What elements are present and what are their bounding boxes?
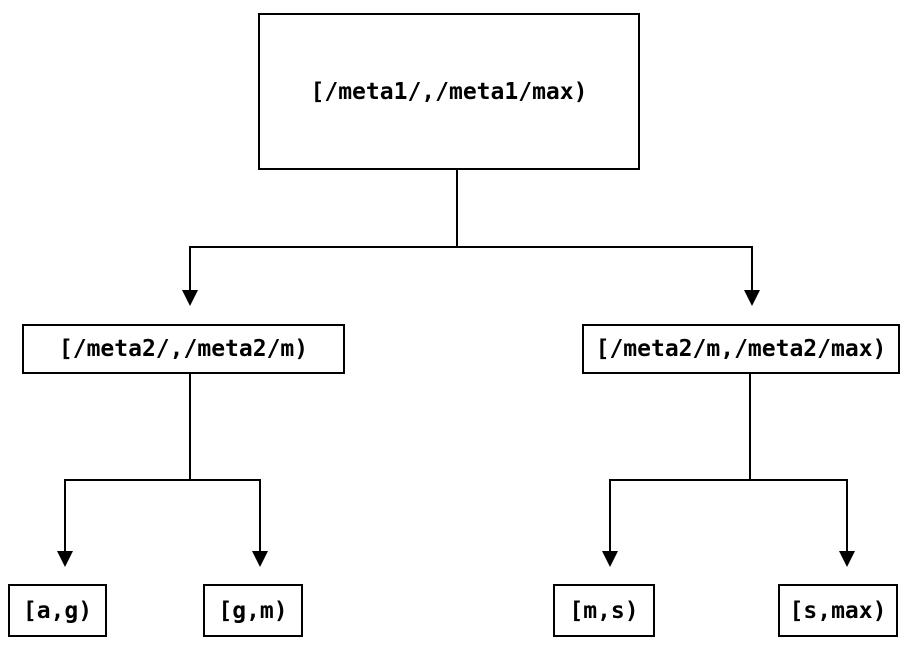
arrow-down-icon — [744, 290, 760, 306]
node-root: [/meta1/,/meta1/max) — [258, 13, 640, 170]
edge-lines-group — [64, 170, 848, 552]
node-leaf-ag: [a,g) — [8, 584, 107, 637]
node-label: [g,m) — [218, 597, 288, 624]
edge-root-branch — [189, 246, 753, 291]
node-label: [/meta2/,/meta2/m) — [58, 336, 309, 362]
arrow-down-icon — [252, 551, 268, 567]
node-label: [m,s) — [569, 597, 639, 624]
node-label: [/meta1/,/meta1/max) — [310, 78, 588, 105]
arrow-down-icon — [602, 551, 618, 567]
edge-right-branch — [609, 479, 848, 552]
node-leaf-smax: [s,max) — [778, 584, 898, 637]
node-label: [s,max) — [789, 597, 887, 624]
arrow-down-icon — [182, 290, 198, 306]
arrowheads-group — [57, 290, 855, 567]
node-label: [/meta2/m,/meta2/max) — [595, 336, 887, 362]
arrow-down-icon — [57, 551, 73, 567]
node-leaf-gm: [g,m) — [203, 584, 303, 637]
node-leaf-ms: [m,s) — [553, 584, 655, 637]
node-label: [a,g) — [22, 597, 93, 624]
node-right-subtree: [/meta2/m,/meta2/max) — [582, 324, 900, 374]
edge-left-branch — [64, 479, 261, 552]
arrow-down-icon — [839, 551, 855, 567]
node-left-subtree: [/meta2/,/meta2/m) — [22, 324, 345, 374]
